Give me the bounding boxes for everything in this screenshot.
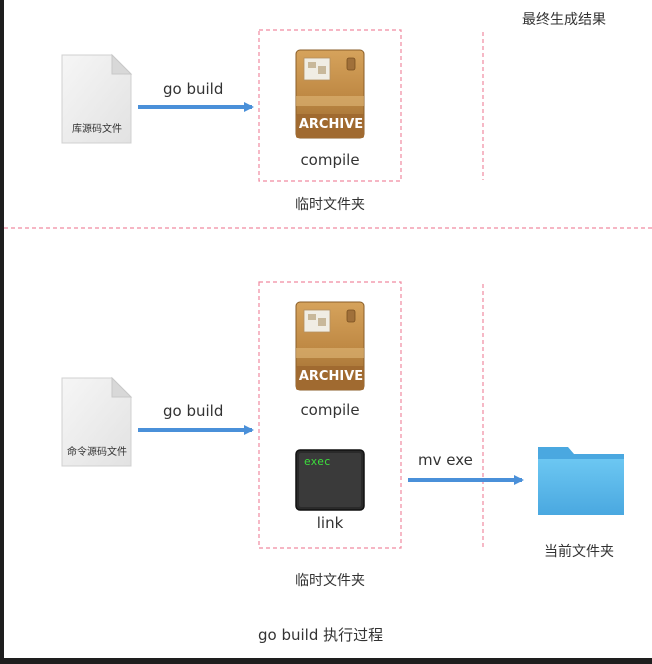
move-exe-label: mv exe xyxy=(418,451,473,469)
command-source-file-icon xyxy=(61,376,133,467)
command-source-file-label: 命令源码文件 xyxy=(67,447,127,458)
top-temp-folder-label: 临时文件夹 xyxy=(295,197,365,213)
library-source-file-label: 库源码文件 xyxy=(72,124,122,135)
bottom-build-arrow-label: go build xyxy=(163,402,224,420)
bottom-compile-label: compile xyxy=(300,401,360,419)
library-source-file-icon xyxy=(61,53,133,144)
bottom-archive-text: ARCHIVE xyxy=(298,369,364,384)
top-build-arrow-label: go build xyxy=(163,80,224,98)
result-section-label: 最终生成结果 xyxy=(522,12,606,28)
terminal-icon xyxy=(295,449,365,511)
terminal-text: exec xyxy=(304,455,331,468)
top-temp-folder-box xyxy=(258,29,402,182)
top-archive-text: ARCHIVE xyxy=(298,117,364,132)
top-archive-icon xyxy=(295,49,365,139)
folder-icon xyxy=(538,447,624,515)
diagram-title: go build 执行过程 xyxy=(258,626,384,644)
bottom-temp-folder-box xyxy=(258,281,402,549)
top-compile-label: compile xyxy=(300,151,360,169)
bottom-archive-icon xyxy=(295,301,365,391)
current-folder-label: 当前文件夹 xyxy=(544,544,614,560)
link-label: link xyxy=(316,514,344,532)
bottom-temp-folder-label: 临时文件夹 xyxy=(295,573,365,589)
